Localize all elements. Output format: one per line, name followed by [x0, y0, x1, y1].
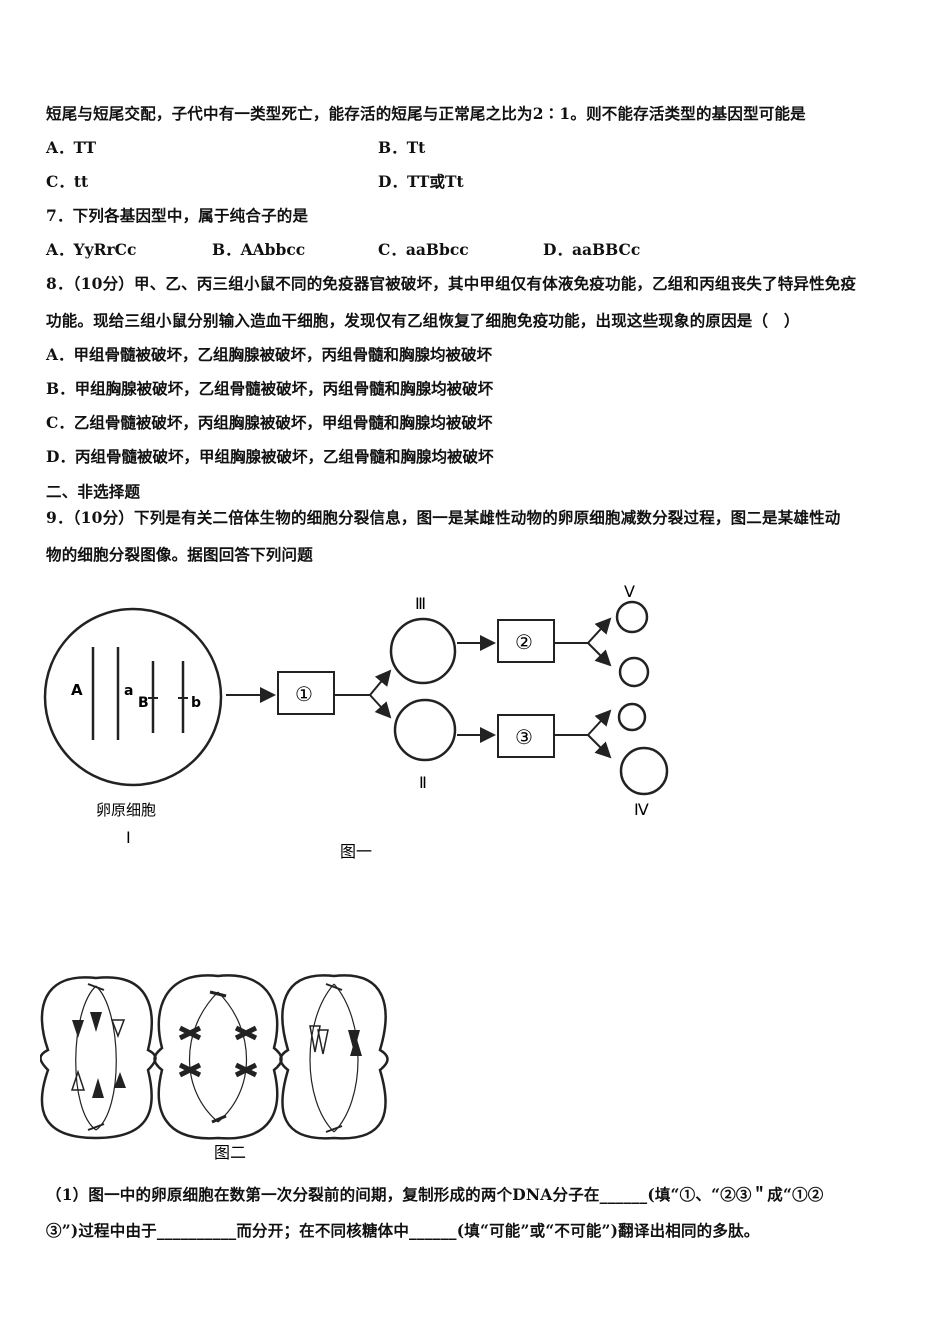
- gene-label-b: b: [191, 695, 201, 711]
- q9-sub1-line1: （1）图一中的卵原细胞在数第一次分裂前的间期，复制形成的两个DNA分子在____…: [46, 1185, 824, 1204]
- q8-option-b: B．甲组胸腺被破坏，乙组骨髓被破坏，丙组骨髓和胸腺均被破坏: [46, 379, 494, 398]
- arrow: [587, 642, 612, 667]
- q9-stem-line2: 物的细胞分裂图像。据图回答下列问题: [46, 545, 313, 564]
- q7-option-b: B．AAbbcc: [212, 240, 306, 259]
- dividing-cell-3: [279, 974, 389, 1140]
- q7-option-c: C．aaBbcc: [378, 240, 469, 259]
- process-box-2: [497, 619, 555, 663]
- cell-V-label: Ⅴ: [624, 582, 635, 601]
- polar-body: [618, 656, 650, 688]
- q7-option-d: D．aaBBCc: [543, 240, 641, 259]
- gene-label-B: B: [138, 695, 149, 711]
- polar-body: [617, 702, 647, 732]
- q8-option-c: C．乙组骨髓被破坏，丙组胸腺被破坏，甲组骨髓和胸腺均被破坏: [46, 413, 493, 432]
- process-box-1-label: ①: [295, 682, 313, 706]
- arrow: [587, 617, 612, 644]
- dividing-cell-1: [40, 976, 157, 1140]
- oocyte-label: 卵原细胞: [96, 801, 156, 819]
- arrow: [369, 669, 392, 696]
- oocyte-numeral: Ⅰ: [126, 828, 131, 847]
- polar-body: [615, 600, 649, 634]
- q6-option-d: D．TT或Tt: [378, 172, 464, 191]
- arrow: [369, 694, 392, 719]
- arrow: [587, 734, 612, 759]
- process-box-3-label: ③: [515, 725, 533, 749]
- q8-option-a: A．甲组骨髓被破坏，乙组胸腺被破坏，丙组骨髓和胸腺均被破坏: [46, 345, 493, 364]
- q8-stem-line1: 8．（10分）甲、乙、丙三组小鼠不同的免疫器官被破坏，其中甲组仅有体液免疫功能，…: [46, 274, 857, 293]
- figure-two-caption: 图二: [214, 1143, 246, 1162]
- gene-label-A: A: [71, 681, 83, 699]
- cell-III: [389, 617, 457, 685]
- q7-stem: 7．下列各基因型中，属于纯合子的是: [46, 206, 309, 225]
- dividing-cell-2: [153, 974, 283, 1140]
- egg-cell: [619, 746, 669, 796]
- section-heading: 二、非选择题: [46, 482, 141, 501]
- q8-option-d: D．丙组骨髓被破坏，甲组胸腺被破坏，乙组骨髓和胸腺均被破坏: [46, 447, 494, 466]
- cell-II-label: Ⅱ: [419, 773, 427, 792]
- q8-stem-line2: 功能。现给三组小鼠分别输入造血干细胞，发现仅有乙组恢复了细胞免疫功能，出现这些现…: [46, 311, 800, 330]
- process-box-1: [277, 671, 335, 715]
- figure-one-caption: 图一: [340, 842, 372, 861]
- cell-IV-label: Ⅳ: [634, 800, 649, 819]
- q6-option-a: A．TT: [46, 138, 97, 157]
- q6-stem: 短尾与短尾交配，子代中有一类型死亡，能存活的短尾与正常尾之比为2∶1。则不能存活…: [46, 104, 806, 123]
- q6-option-c: C．tt: [46, 172, 89, 191]
- arrow: [587, 709, 612, 736]
- cell-III-label: Ⅲ: [415, 594, 426, 613]
- q9-stem-line1: 9．（10分）下列是有关二倍体生物的细胞分裂信息，图一是某雌性动物的卵原细胞减数…: [46, 508, 841, 527]
- oocyte-cell: [43, 607, 223, 787]
- figure-two: 图二: [40, 974, 389, 1162]
- figure-one: A a B b 卵原细胞 Ⅰ ① Ⅲ Ⅱ ② ③ Ⅴ Ⅳ 图一: [43, 582, 669, 861]
- cell-II: [393, 698, 457, 762]
- process-box-2-label: ②: [515, 630, 533, 654]
- q7-option-a: A．YyRrCc: [46, 240, 137, 259]
- q6-option-b: B．Tt: [378, 138, 426, 157]
- q9-sub1-line2: ③”)过程中由于__________而分开；在不同核糖体中______(填“可能…: [46, 1221, 760, 1240]
- gene-label-a: a: [124, 683, 133, 699]
